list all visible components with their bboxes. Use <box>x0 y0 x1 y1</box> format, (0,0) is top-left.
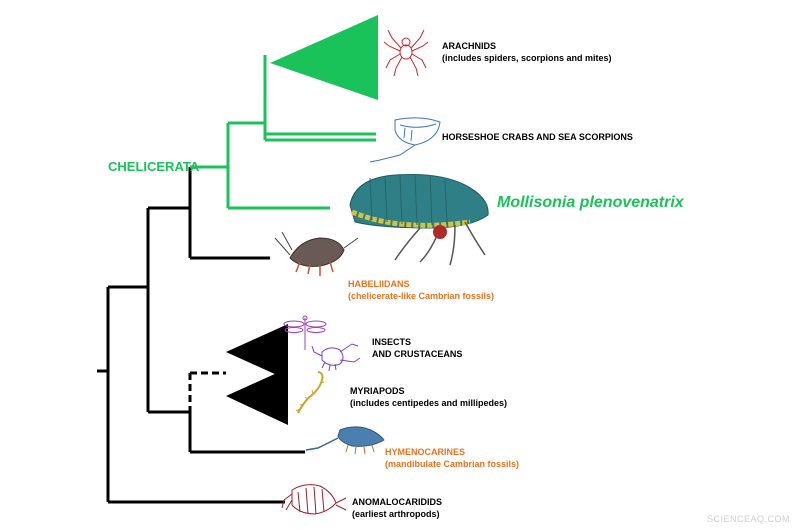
tree-green-branches <box>190 55 376 210</box>
insects-title-line-2: AND CRUSTACEANS <box>372 349 463 359</box>
arachnids-label: ARACHNIDS (includes spiders, scorpions a… <box>442 40 612 64</box>
insects-crustaceans-label: INSECTS AND CRUSTACEANS <box>372 336 462 360</box>
lobster-icon <box>311 343 361 372</box>
chelicerata-label: CHELICERATA <box>108 159 200 174</box>
arachnids-title: ARACHNIDS <box>442 41 496 51</box>
tree-black-branches <box>97 167 305 504</box>
insects-clade-triangle <box>226 324 288 380</box>
hymenocarine-fossil-icon <box>305 426 385 455</box>
arachnids-clade-triangle <box>270 15 378 100</box>
hymenocarines-label: HYMENOCARINES (mandibulate Cambrian foss… <box>385 446 519 470</box>
habeliidan-fossil-icon <box>274 231 359 276</box>
tree-dashed-branches <box>188 371 226 412</box>
habeliidans-title: HABELIIDANS <box>348 279 410 289</box>
anomalocaridids-title: ANOMALOCARIDIDS <box>352 497 442 507</box>
myriapods-clade-triangle <box>226 368 288 425</box>
myriapods-label: MYRIAPODS (includes centipedes and milli… <box>350 385 507 409</box>
insects-title-line-1: INSECTS <box>372 337 412 347</box>
centipede-icon <box>295 371 325 414</box>
mollisonia-label: Mollisonia plenovenatrix <box>497 194 684 211</box>
anomalocaridids-subtitle: (earliest arthropods) <box>352 509 440 519</box>
hymenocarines-subtitle: (mandibulate Cambrian fossils) <box>385 459 520 469</box>
myriapods-title: MYRIAPODS <box>350 386 405 396</box>
anomalocaridids-label: ANOMALOCARIDIDS (earliest arthropods) <box>352 496 442 520</box>
horseshoe-crab-icon <box>369 117 441 163</box>
spider-icon <box>383 29 429 77</box>
myriapods-subtitle: (includes centipedes and millipedes) <box>350 398 508 408</box>
mollisonia-fossil-icon <box>349 173 489 266</box>
horseshoe-crabs-label: HORSESHOE CRABS AND SEA SCORPIONS <box>442 131 633 143</box>
habeliidans-label: HABELIIDANS (chelicerate-like Cambrian f… <box>348 278 494 302</box>
dragonfly-icon <box>283 315 327 350</box>
habeliidans-subtitle: (chelicerate-like Cambrian fossils) <box>348 291 495 301</box>
arachnids-subtitle: (includes spiders, scorpions and mites) <box>442 53 612 63</box>
watermark: SCIENCEAQ.COM <box>706 514 790 524</box>
hymenocarines-title: HYMENOCARINES <box>385 447 466 457</box>
anomalocaridid-icon <box>281 484 347 515</box>
horseshoe-crabs-title: HORSESHOE CRABS AND SEA SCORPIONS <box>442 132 633 142</box>
